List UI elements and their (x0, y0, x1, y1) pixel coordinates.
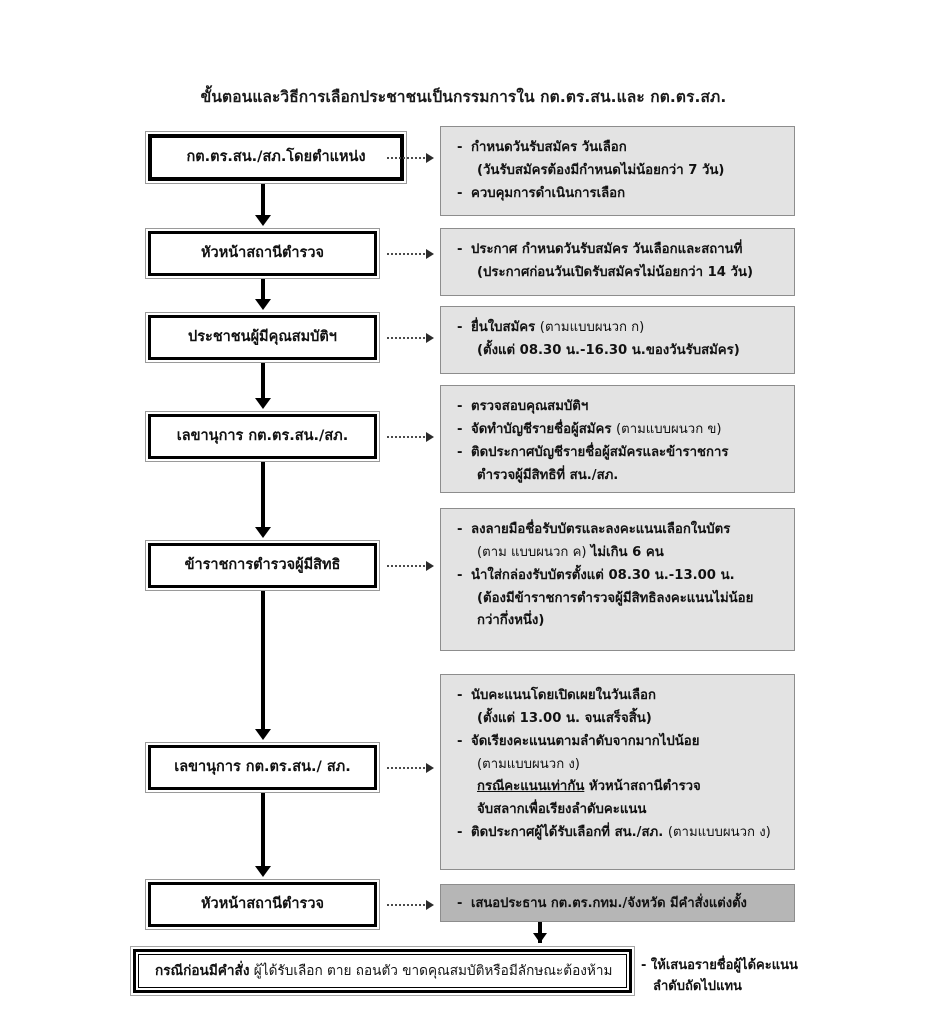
connector-4-5-arrowhead (255, 527, 271, 538)
flow-node-4: เลขานุการ กต.ตร.สน./สภ. (145, 411, 380, 462)
bottom-condition-rest: ผู้ได้รับเลือก ตาย ถอนตัว ขาดคุณสมบัติหร… (249, 962, 613, 979)
flow-node-1-label: กต.ตร.สน./สภ.โดยตำแหน่ง (186, 148, 366, 165)
side-annotation-line1: - ให้เสนอรายชื่อผู้ได้คะแนน (641, 958, 798, 973)
note-panel-5-list: ลงลายมือชื่อรับบัตรและลงคะแนนเลือกในบัตร… (457, 520, 784, 632)
note-panel-2-list: ประกาศ กำหนดวันรับสมัคร วันเลือกและสถานท… (457, 240, 784, 284)
note-line: กำหนดวันรับสมัคร วันเลือก (457, 138, 784, 159)
note-line-annex: (ตามแบบผนวก ข) (616, 421, 722, 437)
connector-1-2 (261, 184, 265, 217)
flow-node-6-label: เลขานุการ กต.ตร.สน./ สภ. (174, 758, 351, 775)
page-title: ขั้นตอนและวิธีการเลือกประชาชนเป็นกรรมการ… (200, 88, 727, 106)
note-line: กว่ากึ่งหนึ่ง) (477, 613, 545, 629)
bottom-condition-bold: กรณีก่อนมีคำสั่ง (155, 962, 250, 979)
flow-node-3: ประชาชนผู้มีคุณสมบัติฯ (145, 312, 380, 363)
note-line: ควบคุมการดำเนินการเลือก (457, 184, 784, 205)
note-line: (ประกาศก่อนวันเปิดรับสมัครไม่น้อยกว่า 14… (477, 264, 753, 280)
flow-node-7-label: หัวหน้าสถานีตำรวจ (201, 895, 324, 912)
dotted-connector-7-arrowhead (426, 900, 434, 910)
note-line: ตรวจสอบคุณสมบัติฯ (457, 397, 784, 418)
dotted-connector-4-arrowhead (426, 432, 434, 442)
note-line: นับคะแนนโดยเปิดเผยในวันเลือก (457, 686, 784, 707)
note-panel-6: นับคะแนนโดยเปิดเผยในวันเลือก (ตั้งแต่ 13… (440, 674, 795, 870)
note-panel-1: กำหนดวันรับสมัคร วันเลือก (วันรับสมัครต้… (440, 126, 795, 216)
connector-note7-bottom (538, 922, 542, 943)
note-line-tie-case: กรณีคะแนนเท่ากัน หัวหน้าสถานีตำรวจ (457, 777, 784, 798)
note-line-text: จัดทำบัญชีรายชื่อผู้สมัคร (471, 421, 616, 437)
dotted-connector-2-arrowhead (426, 249, 434, 259)
note-panel-4-list: ตรวจสอบคุณสมบัติฯ จัดทำบัญชีรายชื่อผู้สม… (457, 397, 784, 486)
dotted-connector-6-arrowhead (426, 763, 434, 773)
note-line: (ตาม แบบผนวก ค) ไม่เกิน 6 คน (457, 543, 784, 564)
note-line: จัดทำบัญชีรายชื่อผู้สมัคร (ตามแบบผนวก ข) (457, 420, 784, 441)
connector-3-4 (261, 363, 265, 400)
connector-5-6 (261, 591, 265, 731)
note-line-annex: (ตาม แบบผนวก ค) (477, 544, 591, 560)
note-line-text: ไม่เกิน 6 คน (590, 544, 664, 560)
note-line: จับสลากเพื่อเรียงลำดับคะแนน (477, 802, 647, 818)
note-panel-2: ประกาศ กำหนดวันรับสมัคร วันเลือกและสถานท… (440, 228, 795, 296)
note-panel-1-list: กำหนดวันรับสมัคร วันเลือก (วันรับสมัครต้… (457, 138, 784, 205)
note-line-text: หัวหน้าสถานีตำรวจ (584, 779, 701, 795)
connector-3-4-arrowhead (255, 398, 271, 409)
flow-node-2: หัวหน้าสถานีตำรวจ (145, 228, 380, 279)
flow-node-4-label: เลขานุการ กต.ตร.สน./สภ. (176, 427, 349, 444)
note-line: ตำรวจผู้มีสิทธิที่ สน./สภ. (477, 467, 619, 483)
connector-1-2-arrowhead (255, 215, 271, 226)
connector-2-3-arrowhead (255, 299, 271, 310)
bottom-condition-text: กรณีก่อนมีคำสั่ง ผู้ได้รับเลือก ตาย ถอนต… (155, 963, 612, 979)
connector-5-6-arrowhead (255, 729, 271, 740)
note-line-annex: (ตามแบบผนวก ง) (477, 756, 580, 772)
note-line: (ตั้งแต่ 08.30 น.-16.30 น.ของวันรับสมัคร… (477, 342, 740, 358)
note-line: ลงลายมือชื่อรับบัตรและลงคะแนนเลือกในบัตร (457, 520, 784, 541)
note-panel-6-list: นับคะแนนโดยเปิดเผยในวันเลือก (ตั้งแต่ 13… (457, 686, 784, 844)
note-line-annex: (ตามแบบผนวก ง) (667, 825, 771, 841)
connector-2-3 (261, 279, 265, 301)
note-line: เสนอประธาน กต.ตร.กทม./จังหวัด มีคำสั่งแต… (457, 894, 784, 915)
note-line-annex: (ตามแบบผนวก ก) (539, 320, 645, 335)
flow-node-3-label: ประชาชนผู้มีคุณสมบัติฯ (188, 328, 337, 345)
connector-note7-bottom-arrowhead (533, 933, 547, 943)
flow-node-5: ข้าราชการตำรวจผู้มีสิทธิ (145, 540, 380, 591)
note-line: (ต้องมีข้าราชการตำรวจผู้มีสิทธิลงคะแนนไม… (477, 590, 754, 606)
flow-node-1: กต.ตร.สน./สภ.โดยตำแหน่ง (145, 131, 407, 184)
note-panel-7-list: เสนอประธาน กต.ตร.กทม./จังหวัด มีคำสั่งแต… (457, 894, 784, 915)
connector-6-7 (261, 793, 265, 868)
note-line-text: ติดประกาศผู้ได้รับเลือกที่ สน./สภ. (471, 825, 668, 841)
note-line: ประกาศ กำหนดวันรับสมัคร วันเลือกและสถานท… (457, 240, 784, 261)
note-panel-3-list: ยื่นใบสมัคร (ตามแบบผนวก ก) (ตั้งแต่ 08.3… (457, 318, 784, 362)
note-line-text: ยื่นใบสมัคร (471, 320, 540, 335)
flow-node-2-label: หัวหน้าสถานีตำรวจ (201, 244, 324, 261)
bottom-condition-box: กรณีก่อนมีคำสั่ง ผู้ได้รับเลือก ตาย ถอนต… (130, 946, 635, 996)
note-line: ยื่นใบสมัคร (ตามแบบผนวก ก) (457, 318, 784, 339)
flow-node-6: เลขานุการ กต.ตร.สน./ สภ. (145, 742, 380, 793)
note-line: ติดประกาศบัญชีรายชื่อผู้สมัครและข้าราชกา… (457, 443, 784, 464)
note-line: (ตั้งแต่ 13.00 น. จนเสร็จสิ้น) (477, 710, 652, 726)
dotted-connector-5 (387, 565, 429, 567)
connector-4-5 (261, 462, 265, 529)
note-panel-3: ยื่นใบสมัคร (ตามแบบผนวก ก) (ตั้งแต่ 08.3… (440, 306, 795, 374)
side-annotation: - ให้เสนอรายชื่อผู้ได้คะแนน ลำดับถัดไปแท… (641, 955, 911, 997)
note-panel-5: ลงลายมือชื่อรับบัตรและลงคะแนนเลือกในบัตร… (440, 508, 795, 651)
note-line: นำใส่กล่องรับบัตรตั้งแต่ 08.30 น.-13.00 … (457, 566, 784, 587)
dotted-connector-5-arrowhead (426, 561, 434, 571)
note-panel-4: ตรวจสอบคุณสมบัติฯ จัดทำบัญชีรายชื่อผู้สม… (440, 385, 795, 493)
dotted-connector-4 (387, 436, 429, 438)
dotted-connector-6 (387, 767, 429, 769)
note-line: ติดประกาศผู้ได้รับเลือกที่ สน./สภ. (ตามแ… (457, 823, 784, 844)
dotted-connector-1 (387, 157, 429, 159)
connector-6-7-arrowhead (255, 866, 271, 877)
note-line: (วันรับสมัครต้องมีกำหนดไม่น้อยกว่า 7 วัน… (477, 162, 725, 178)
dotted-connector-1-arrowhead (426, 153, 434, 163)
side-annotation-line2: ลำดับถัดไปแทน (653, 979, 742, 995)
dotted-connector-3-arrowhead (426, 333, 434, 343)
note-line-underlined: กรณีคะแนนเท่ากัน (477, 779, 585, 795)
flow-node-5-label: ข้าราชการตำรวจผู้มีสิทธิ (184, 556, 341, 573)
note-panel-7: เสนอประธาน กต.ตร.กทม./จังหวัด มีคำสั่งแต… (440, 884, 795, 922)
dotted-connector-3 (387, 337, 429, 339)
dotted-connector-2 (387, 253, 429, 255)
dotted-connector-7 (387, 904, 429, 906)
note-line: (ตามแบบผนวก ง) (457, 755, 784, 776)
note-line: จัดเรียงคะแนนตามลำดับจากมากไปน้อย (457, 732, 784, 753)
flow-node-7: หัวหน้าสถานีตำรวจ (145, 879, 380, 930)
